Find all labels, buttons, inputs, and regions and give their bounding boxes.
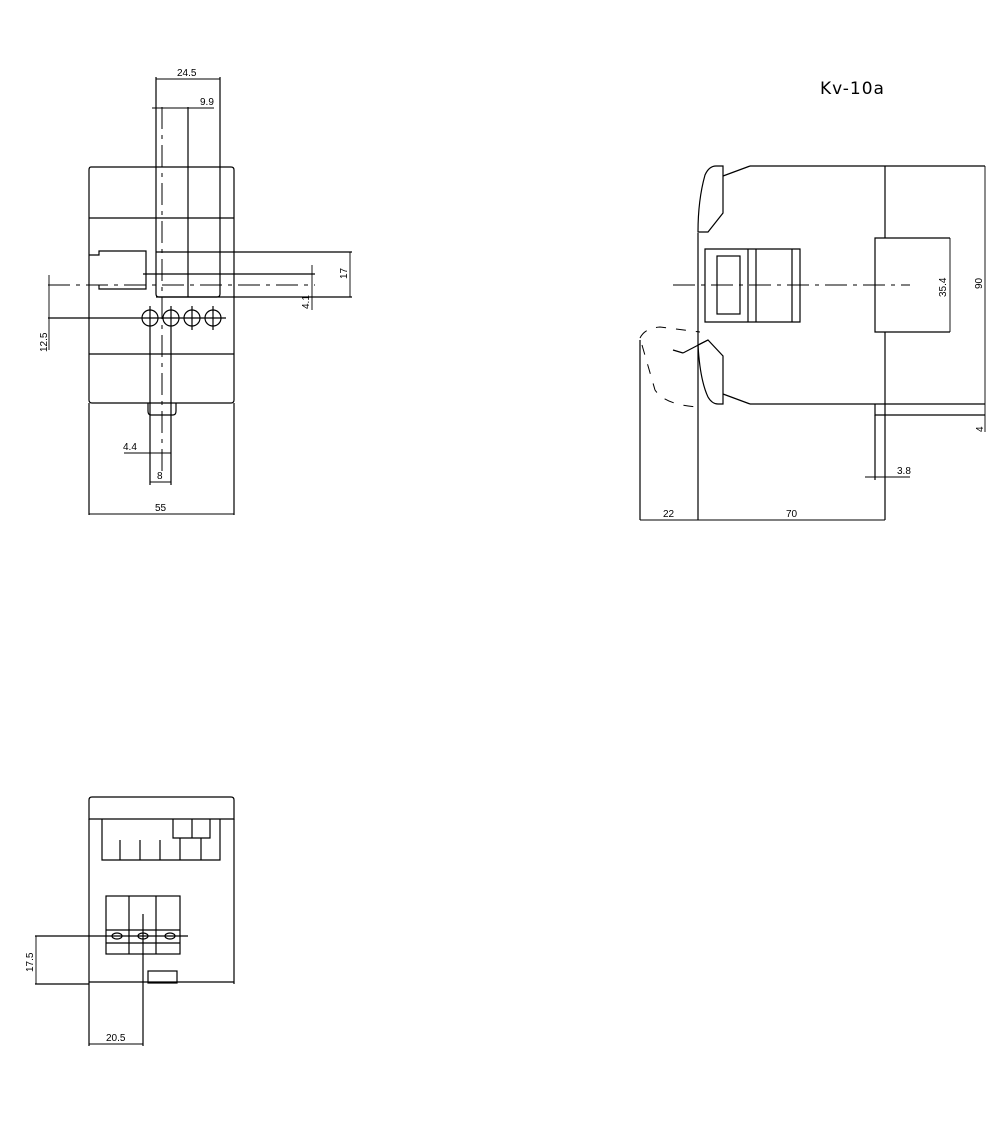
dim-top-width: 24.5 <box>177 68 197 79</box>
dim-window-gap: 4.1 <box>301 295 312 309</box>
side-top-clip <box>697 165 724 233</box>
dim-terminal-offset: 20.5 <box>106 1033 126 1044</box>
side-clip-lever <box>682 339 709 354</box>
side-clip-lever <box>672 349 684 354</box>
dim-rail-height: 35.4 <box>938 277 949 297</box>
bottom-view: 17.5 20.5 <box>25 796 235 1046</box>
dim-body-depth: 70 <box>786 509 798 520</box>
side-view: 90 35.4 4 3.8 22 70 <box>639 165 986 521</box>
dim-clip-depth: 22 <box>663 509 675 520</box>
front-body-outline <box>88 166 235 404</box>
front-din-slot <box>147 403 177 416</box>
dim-slot-width: 8 <box>157 471 163 482</box>
side-open-clip-body <box>641 344 699 408</box>
side-open-clip-top <box>639 326 701 339</box>
dim-overall-height: 90 <box>974 277 985 289</box>
side-foot <box>874 404 885 416</box>
front-terminals <box>48 306 226 330</box>
bottom-din-slot <box>147 970 178 984</box>
front-view: 24.5 9.9 17 4.1 12.5 4.4 8 55 <box>39 68 352 515</box>
bottom-connector-block <box>101 819 221 861</box>
drawing-title: Kv-10a <box>820 79 885 99</box>
bottom-top-cap <box>88 796 235 820</box>
dim-overall-width: 55 <box>155 503 167 514</box>
side-bottom-slope <box>722 393 751 405</box>
dim-foot-width: 3.8 <box>897 466 911 477</box>
side-display-module <box>704 248 801 323</box>
dim-top-offset: 9.9 <box>200 97 214 108</box>
side-top-slope <box>722 165 751 177</box>
dim-slot-offset: 4.4 <box>123 442 137 453</box>
dim-terminal-height: 17.5 <box>25 952 36 972</box>
dim-foot-height: 4 <box>975 426 986 432</box>
front-left-connector <box>89 250 147 290</box>
dim-window-height: 17 <box>339 267 350 279</box>
dim-hole-height: 12.5 <box>39 332 50 352</box>
side-bottom-clip <box>697 339 724 405</box>
